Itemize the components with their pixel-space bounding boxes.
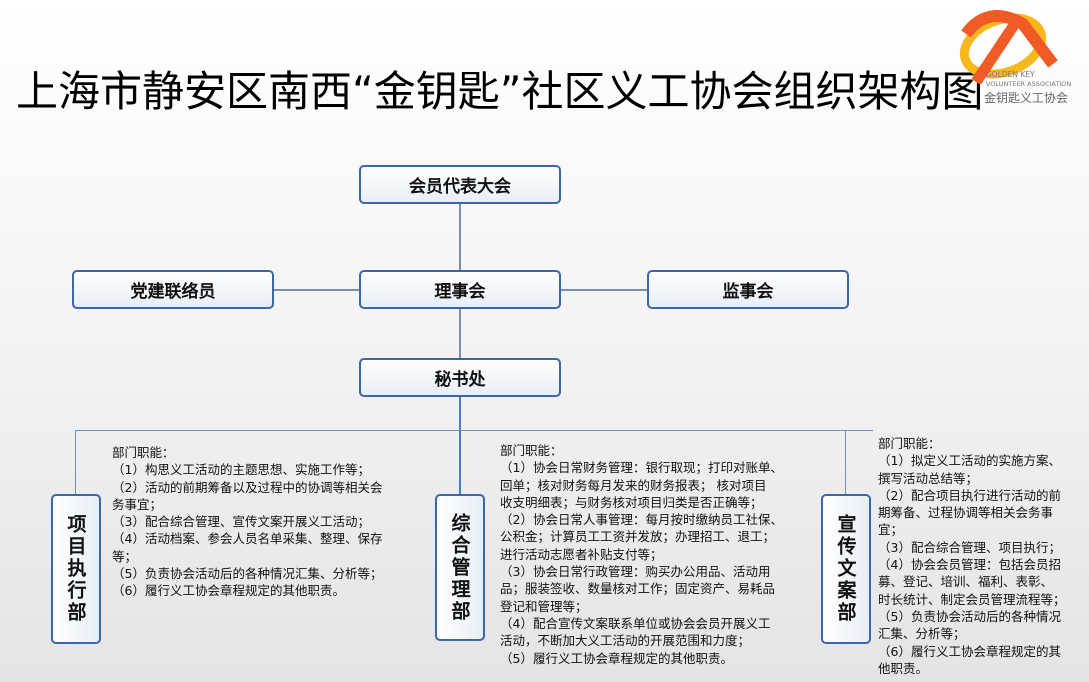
logo-text-cn: 金钥匙义工协会 [984, 91, 1069, 105]
duty-line: 活动，不断加大义工活动的开展范围和力度； [500, 633, 751, 649]
duty-line: （3）配合综合管理、项目执行； [878, 539, 1061, 555]
connector [459, 203, 461, 270]
duty-heading: 部门职能： [112, 445, 175, 460]
duty-line: （6）履行义工协会章程规定的其他职责。 [112, 583, 345, 599]
node-assembly: 会员代表大会 [359, 165, 561, 204]
duty-line: （5）履行义工协会章程规定的其他职责。 [500, 650, 733, 666]
node-supervisory: 监事会 [647, 270, 849, 309]
duty-line: （5）负责协会活动后的各种情况 [878, 608, 1061, 624]
key-logo-icon [959, 10, 1058, 86]
duty-line: 公积金；计算员工工资并发放；办理招工、退工； [500, 529, 776, 545]
golden-key-logo: GOLDEN KEY VOLUNTEER ASSOCIATION 金钥匙义工协会 [948, 4, 1088, 108]
duty-line: 品；服装签收、数量核对工作；固定资产、易耗品 [500, 581, 776, 597]
duty-heading: 部门职能： [500, 443, 563, 458]
duty-line: 时长统计、制定会员管理流程等； [878, 591, 1066, 607]
duty-line: 期筹备、过程协调等相关会务事 [878, 505, 1054, 521]
connector [75, 430, 873, 431]
duty-line: （4）配合宣传文案联系单位或协会会员开展义工 [500, 615, 771, 631]
duty-line: （1）构思义工活动的主题思想、实施工作等； [112, 462, 370, 478]
duty-heading: 部门职能： [878, 436, 941, 451]
duty-line: （3）配合综合管理、宣传文案开展义工活动； [112, 514, 370, 530]
node-council: 理事会 [359, 270, 561, 309]
node-party-liaison: 党建联络员 [72, 270, 274, 309]
dept-general-management: 综合管理部 [435, 494, 485, 641]
duty-line: 进行活动志愿者补贴支付等； [500, 546, 663, 562]
duty-line: （2）配合项目执行进行活动的前 [878, 487, 1061, 503]
node-secretariat: 秘书处 [359, 358, 561, 397]
duty-line: （4）协会会员管理：包括会员招 [878, 557, 1061, 573]
duty-line: （3）协会日常行政管理：购买办公用品、活动用 [500, 564, 771, 580]
duty-line: 回单；核对财务每月发来的财务报表； 核对项目 [500, 477, 767, 493]
duty-line: （1）拟定义工活动的实施方案、 [878, 453, 1061, 469]
duty-line: （2）协会日常人事管理：每月按时缴纳员工社保、 [500, 512, 783, 528]
duty-line: （5）负责协会活动后的各种情况汇集、分析等； [112, 566, 383, 582]
duty-publicity: 部门职能： （1）拟定义工活动的实施方案、 撰写活动总结等； （2）配合项目执行… [878, 435, 1066, 677]
logo-text-en1: GOLDEN KEY [986, 70, 1035, 79]
duty-line: 收支明细表；与财务核对项目归类是否正确等； [500, 494, 763, 510]
logo-text-en2: VOLUNTEER ASSOCIATION [986, 80, 1072, 88]
connector [845, 430, 846, 495]
duty-line: 等； [112, 548, 138, 564]
dept-project-execution: 项目执行部 [51, 494, 101, 644]
duty-line: 宜； [878, 522, 904, 538]
duty-line: 汇集、分析等； [878, 626, 966, 642]
duty-line: 登记和管理等； [500, 598, 588, 614]
duty-project-execution: 部门职能： （1）构思义工活动的主题思想、实施工作等； （2）活动的前期筹备以及… [112, 444, 382, 600]
duty-general-management: 部门职能： （1）协会日常财务管理：银行取现；打印对账单、 回单；核对财务每月发… [500, 442, 783, 667]
page-title: 上海市静安区南西“金钥匙”社区义工协会组织架构图 [16, 67, 984, 116]
duty-line: 他职责。 [878, 660, 929, 676]
dept-publicity: 宣传文案部 [821, 494, 871, 644]
duty-line: （1）协会日常财务管理：银行取现；打印对账单、 [500, 460, 783, 476]
connector [75, 430, 76, 495]
connector [459, 396, 461, 495]
duty-line: 务事宜； [112, 496, 163, 512]
duty-line: （4）活动档案、参会人员名单采集、整理、保存 [112, 531, 383, 547]
connector [560, 289, 648, 291]
duty-line: （2）活动的前期筹备以及过程中的协调等相关会 [112, 479, 383, 495]
duty-line: 募、登记、培训、福利、表彰、 [878, 574, 1054, 590]
duty-line: 撰写活动总结等； [878, 470, 979, 486]
connector [273, 289, 360, 291]
connector [459, 308, 461, 358]
duty-line: （6）履行义工协会章程规定的其 [878, 643, 1061, 659]
